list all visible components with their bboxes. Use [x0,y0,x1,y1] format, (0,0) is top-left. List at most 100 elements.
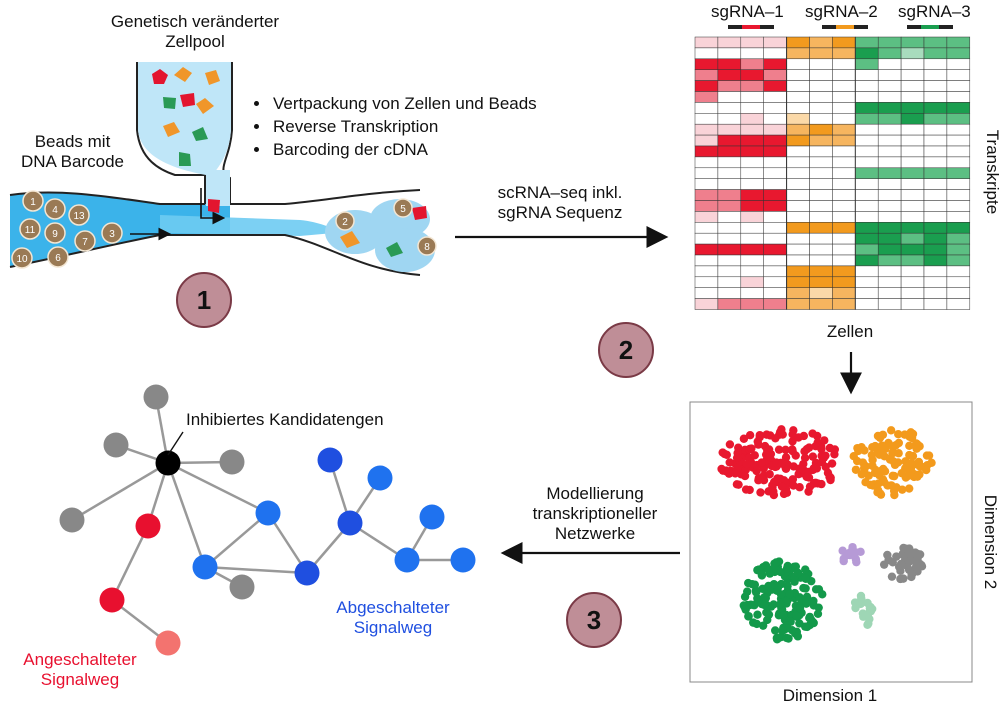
heatmap-y-label: Transkripte [983,129,1002,215]
arrow1-line1: scRNA–seq inkl. [497,183,623,202]
bead-number: 11 [25,225,36,236]
heatmap-cell [694,200,719,212]
cluster-point [888,442,898,451]
heatmap-cell [946,265,971,278]
cluster-point [844,549,853,558]
cluster-point [892,552,901,561]
heatmap-cell [855,156,879,169]
heatmap-cell [923,113,948,125]
cluster-point [864,471,873,480]
network-node [192,554,218,580]
heatmap-cell [740,265,764,278]
cluster-point [745,430,755,440]
cluster-point [754,440,763,449]
cluster-point [879,560,889,569]
cluster-point [725,440,735,449]
heatmap-cell [832,298,856,310]
heatmap-cell [900,189,925,201]
heatmap-cell [786,211,810,223]
heatmap-cell [900,134,925,147]
heatmap-x-label: Zellen [826,322,874,341]
heatmap-cell [855,69,879,81]
heatmap-cell [740,102,764,114]
cluster-point [927,458,936,467]
heatmap-cell [855,265,879,278]
heatmap-cell [809,167,833,179]
network-node [135,513,161,539]
heatmap-cell [694,58,719,70]
heatmap-cell [946,102,971,114]
heatmap-cell [923,123,948,136]
cluster-point [888,471,897,481]
heatmap-cell [946,36,971,49]
sgrna-group-bars [728,25,953,29]
heatmap-cell [900,276,925,288]
cluster-point [911,548,920,557]
heatmap-cell [832,47,856,60]
cluster-point [725,458,734,467]
heatmap-cell [740,222,764,234]
cluster-point [765,470,774,479]
heatmap-cell [832,80,856,92]
heatmap-cell [923,243,948,256]
cluster-point [873,488,882,497]
off-pathway-line2: Signalweg [353,618,433,637]
cluster-point [777,425,786,434]
cluster-point [742,459,752,469]
heatmap-cell [877,80,902,92]
heatmap-cell [900,200,925,212]
heatmap-cell [900,178,925,190]
heatmap-cell [717,254,742,267]
cluster-point [795,619,804,628]
cluster-point [754,565,764,574]
heatmap-cell [786,276,810,288]
heatmap-cell [809,91,833,103]
heatmap-cell [923,145,948,158]
process-step: Barcoding der cDNA [271,138,537,161]
heatmap-cell [855,178,879,190]
cluster-point [771,434,780,443]
heatmap-cell [763,178,787,190]
heatmap-cell [809,102,833,114]
heatmap-cell [763,58,787,70]
heatmap-cell [786,58,810,70]
bead [22,190,44,212]
heatmap-cell [946,287,971,299]
cluster-point [761,593,771,603]
cluster-point [813,609,823,619]
bead-number: 8 [424,242,430,253]
heatmap-cell [694,145,719,158]
heatmap-cell [717,200,742,212]
network-node [155,630,181,656]
heatmap-cell [900,287,925,299]
heatmap-cell [740,113,764,125]
heatmap-cell [763,69,787,81]
heatmap-cell [855,134,879,147]
heatmap-cell [946,113,971,125]
heatmap-cell [832,200,856,212]
heatmap-cell [786,113,810,125]
heatmap-cell [786,47,810,60]
heatmap-cell [900,113,925,125]
bead-number: 2 [342,217,348,228]
cluster-point [921,465,931,475]
heatmap-cell [900,156,925,169]
heatmap-cell [923,47,948,60]
heatmap-cell [786,102,810,114]
cluster-point [820,436,829,445]
heatmap-cell [923,276,948,288]
heatmap-cell [877,287,902,299]
cluster-point [808,452,818,461]
heatmap-cell [694,134,719,147]
heatmap-cell [809,222,833,234]
group-bar-color [742,25,760,29]
cell-clusters [717,425,936,644]
bead-number: 5 [400,204,406,215]
cluster-point [751,588,761,597]
heatmap-cell [694,276,719,288]
heatmap-cell [740,211,764,223]
group-bar-color [921,25,939,29]
bead [68,204,90,226]
heatmap-cell [877,123,902,136]
cluster-point [809,478,819,488]
